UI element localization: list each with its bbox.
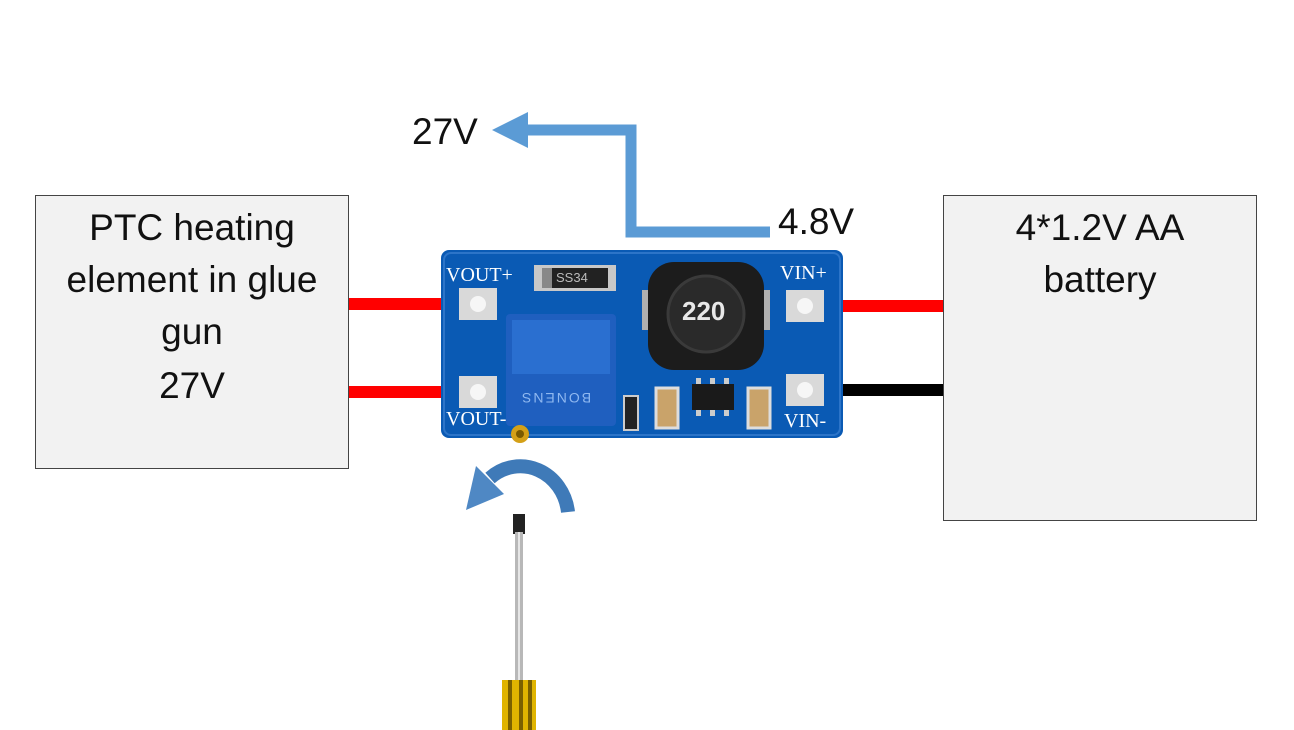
battery-box-line-1: 4*1.2V AA xyxy=(1015,207,1185,248)
pad-vout-minus xyxy=(459,376,497,408)
pad-vout-plus xyxy=(459,288,497,320)
load-box-line-3: gun xyxy=(161,311,223,352)
inductor-component xyxy=(642,262,770,370)
wire-vin-minus xyxy=(812,384,944,396)
diode-marking: SS34 xyxy=(556,270,588,285)
wire-vin-plus xyxy=(812,300,944,312)
load-box-line-2: element in glue xyxy=(66,259,318,300)
pad-vin-plus xyxy=(786,290,824,322)
diode-component xyxy=(534,265,616,291)
potentiometer-component xyxy=(506,314,616,443)
vin-plus-label: VIN+ xyxy=(780,262,827,284)
pot-marking: BONENS xyxy=(520,390,592,406)
vout-minus-label: VOUT- xyxy=(446,408,507,430)
vout-plus-label: VOUT+ xyxy=(446,264,513,286)
rotate-arrow-icon xyxy=(466,459,575,514)
load-box: PTC heating element in glue gun 27V xyxy=(35,195,349,469)
battery-box: 4*1.2V AA battery xyxy=(943,195,1257,521)
capacitor-left xyxy=(654,386,680,430)
output-voltage-label: 27V xyxy=(412,111,478,152)
vin-minus-label: VIN- xyxy=(784,410,827,432)
load-box-line-1: PTC heating xyxy=(89,207,295,248)
boost-converter-board xyxy=(441,250,843,443)
load-box-line-4: 27V xyxy=(159,365,225,406)
voltage-flow-arrow xyxy=(492,112,770,238)
battery-box-line-2: battery xyxy=(1043,259,1157,300)
input-voltage-label: 4.8V xyxy=(778,201,855,242)
capacitor-right xyxy=(746,386,772,430)
screwdriver-icon xyxy=(502,514,536,730)
inductor-marking: 220 xyxy=(682,296,726,326)
resistor xyxy=(623,395,639,431)
pad-vin-minus xyxy=(786,374,824,406)
ic-chip xyxy=(692,378,734,416)
